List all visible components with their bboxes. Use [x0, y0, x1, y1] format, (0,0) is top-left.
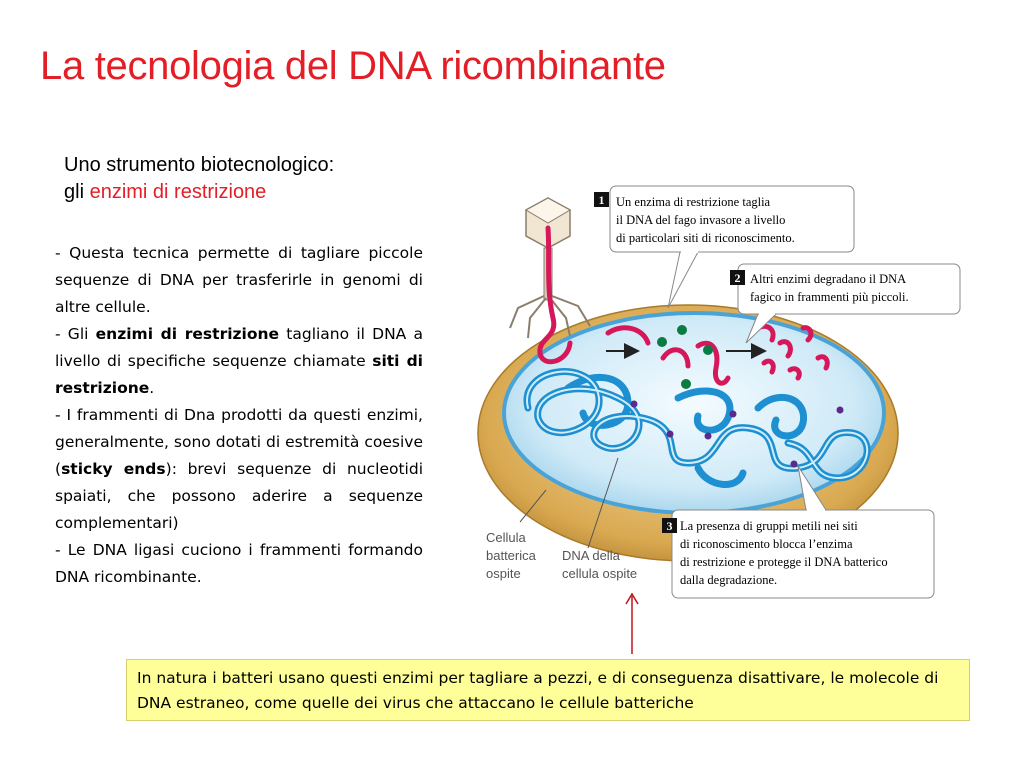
cell-membrane: [502, 311, 886, 515]
bullet-2-pre: - Gli: [55, 325, 96, 343]
callout-1: 1 Un enzima di restrizione taglia il DNA…: [594, 185, 855, 309]
bullet-list: - Questa tecnica permette di tagliare pi…: [55, 240, 423, 591]
callout-3: 3 La presenza di gruppi metili nei siti …: [662, 465, 935, 599]
label-host-cell-line-1: Cellula: [486, 530, 527, 545]
subtitle-line1: Uno strumento biotecnologico:: [64, 154, 335, 176]
callout-1-line-1: Un enzima di restrizione taglia: [616, 195, 771, 209]
label-host-cell-line-2: batterica: [486, 548, 537, 563]
subtitle-highlight: enzimi di restrizione: [89, 181, 267, 203]
bullet-3-pre: - I frammenti di Dna prodotti da questi …: [55, 406, 423, 478]
callout-3-line-3: di restrizione e protegge il DNA batteri…: [680, 555, 888, 569]
callout-3-number: 3: [667, 519, 673, 533]
callout-2-line-2: fagico in frammenti più piccoli.: [750, 290, 909, 304]
callout-3-line-4: dalla degradazione.: [680, 573, 777, 587]
bullet-3: - I frammenti di Dna prodotti da questi …: [55, 402, 423, 537]
bullet-1: - Questa tecnica permette di tagliare pi…: [55, 244, 423, 316]
section-subtitle: Uno strumento biotecnologico: gli enzimi…: [64, 152, 334, 206]
phage-dna-fragments: [605, 323, 830, 386]
label-host-cell-line-3: ospite: [486, 566, 521, 581]
callout-3-line-2: di riconoscimento blocca l’enzima: [680, 537, 853, 551]
bullet-2-post: .: [149, 379, 155, 397]
callout-2-number: 2: [735, 271, 741, 285]
label-host-dna-line-2: cellula ospite: [562, 566, 637, 581]
bullet-2-mid: tagliano il DNA a livello di specifiche …: [55, 325, 423, 370]
callout-3-line-1: La presenza di gruppi metili nei siti: [680, 519, 858, 533]
bullet-2-bold-siti: siti di restrizione: [55, 352, 423, 397]
callout-1-number: 1: [599, 193, 605, 207]
callout-2: 2 Altri enzimi degradano il DNA fagico i…: [730, 263, 961, 344]
info-note-box: In natura i batteri usano questi enzimi …: [126, 659, 970, 721]
subtitle-prefix: gli: [64, 181, 90, 203]
bullet-2: - Gli enzimi di restrizione tagliano il …: [55, 321, 423, 402]
methyl-groups: [630, 400, 844, 468]
bullet-4: - Le DNA ligasi cuciono i frammenti form…: [55, 541, 423, 586]
label-host-dna: DNA della cellula ospite: [562, 548, 637, 581]
callout-1-line-2: il DNA del fago invasore a livello: [616, 213, 785, 227]
phage-dna-injected: [537, 225, 573, 365]
bullet-3-post: ): brevi sequenze di nucleotidi spaiati,…: [55, 460, 424, 532]
restriction-enzymes: [657, 325, 713, 389]
callout-1-line-3: di particolari siti di riconoscimento.: [616, 231, 795, 245]
pointer-arrow-up: [625, 592, 639, 654]
subtitle-line2: gli enzimi di restrizione: [64, 179, 334, 206]
restriction-enzyme-figure: 1 Un enzima di restrizione taglia il DNA…: [477, 185, 961, 599]
bullet-3-bold-sticky: sticky ends: [61, 460, 166, 478]
callout-2-line-1: Altri enzimi degradano il DNA: [750, 272, 906, 286]
slide-title: La tecnologia del DNA ricombinante: [40, 44, 666, 88]
bullet-2-bold-enzimi: enzimi di restrizione: [95, 325, 280, 343]
label-host-cell: Cellula batterica ospite: [486, 530, 537, 581]
label-host-dna-line-1: DNA della: [562, 548, 621, 563]
